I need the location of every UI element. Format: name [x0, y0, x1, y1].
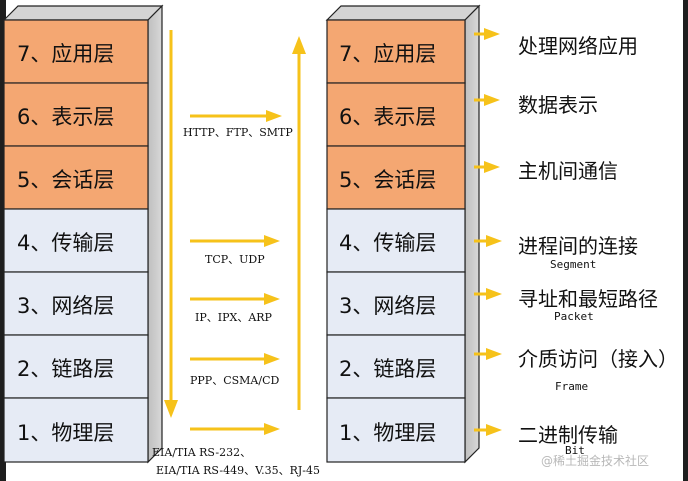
function-arrow-7: [474, 28, 500, 40]
left-layer-1-label: 1、物理层: [17, 421, 115, 445]
left-stack-top-face: [2, 5, 164, 21]
right-layer-5-box: [326, 145, 466, 210]
right-layer-1-box: [326, 397, 466, 463]
pdu-label-packet: Packet: [554, 310, 594, 323]
function-arrow-2: [474, 348, 502, 360]
pdu-label-bit: Bit: [565, 444, 585, 457]
protocol-arrow-physical: [190, 423, 280, 435]
watermark: @稀土掘金技术社区: [541, 454, 650, 468]
right-stack: [325, 4, 481, 464]
left-layer-1-box: [3, 397, 149, 463]
right-layer-7-label: 7、应用层: [339, 42, 437, 66]
right-layer-6-box: [326, 82, 466, 147]
function-arrow-4: [474, 235, 502, 247]
left-layer-7-label: 7、应用层: [17, 42, 115, 66]
right-layer-6-label: 6、表示层: [339, 105, 437, 129]
right-layer-3-box: [326, 271, 466, 336]
function-label-5: 主机间通信: [518, 159, 618, 183]
right-layer-1-label: 1、物理层: [339, 421, 437, 445]
left-layer-6-box: [3, 82, 149, 147]
protocol-label-physical-1: EIA/TIA RS-232、: [152, 446, 252, 459]
left-layer-3-label: 3、网络层: [17, 294, 115, 318]
function-arrow-1: [474, 424, 502, 436]
pdu-label-segment: Segment: [550, 258, 597, 271]
function-label-3: 寻址和最短路径: [518, 287, 658, 311]
left-layer-2-label: 2、链路层: [17, 357, 115, 381]
right-layer-3-label: 3、网络层: [339, 294, 437, 318]
right-layer-2-box: [326, 334, 466, 399]
right-layer-2-label: 2、链路层: [339, 357, 437, 381]
left-layer-5-label: 5、会话层: [17, 168, 115, 192]
function-label-4: 进程间的连接: [518, 234, 638, 258]
left-layer-6-label: 6、表示层: [17, 105, 115, 129]
function-arrow-6: [474, 94, 500, 106]
right-layer-4-box: [326, 208, 466, 273]
protocol-arrow-link: [190, 353, 280, 365]
right-layer-4-label: 4、传输层: [339, 231, 437, 255]
left-layer-4-box: [3, 208, 149, 273]
function-label-2: 介质访问（接入）: [518, 347, 678, 371]
right-stack-side-face: [464, 4, 480, 464]
up-arrow: [292, 36, 306, 410]
function-arrow-5: [474, 161, 500, 173]
protocol-arrow-app: [190, 110, 282, 122]
function-label-6: 数据表示: [518, 93, 598, 117]
function-label-7: 处理网络应用: [518, 34, 638, 58]
protocol-arrow-network: [190, 293, 280, 305]
left-layer-4-label: 4、传输层: [17, 231, 115, 255]
right-layer-5-label: 5、会话层: [339, 168, 437, 192]
protocol-arrow-transport: [190, 235, 280, 247]
protocol-label-physical-2: EIA/TIA RS-449、V.35、RJ-45: [156, 464, 321, 477]
protocol-label-transport: TCP、UDP: [205, 253, 265, 266]
left-layer-3-box: [3, 271, 149, 336]
left-stack-side-face: [147, 4, 163, 464]
protocol-label-link: PPP、CSMA/CD: [190, 374, 280, 387]
protocol-label-network: IP、IPX、ARP: [195, 311, 272, 324]
left-stack: [2, 4, 164, 464]
function-label-1: 二进制传输: [518, 423, 618, 447]
pdu-label-frame: Frame: [555, 380, 589, 393]
down-arrow: [164, 30, 178, 418]
left-layer-5-box: [3, 145, 149, 210]
right-stack-top-face: [325, 5, 481, 21]
left-layer-2-box: [3, 334, 149, 399]
function-arrow-3: [474, 288, 502, 300]
protocol-label-app: HTTP、FTP、SMTP: [183, 126, 293, 139]
